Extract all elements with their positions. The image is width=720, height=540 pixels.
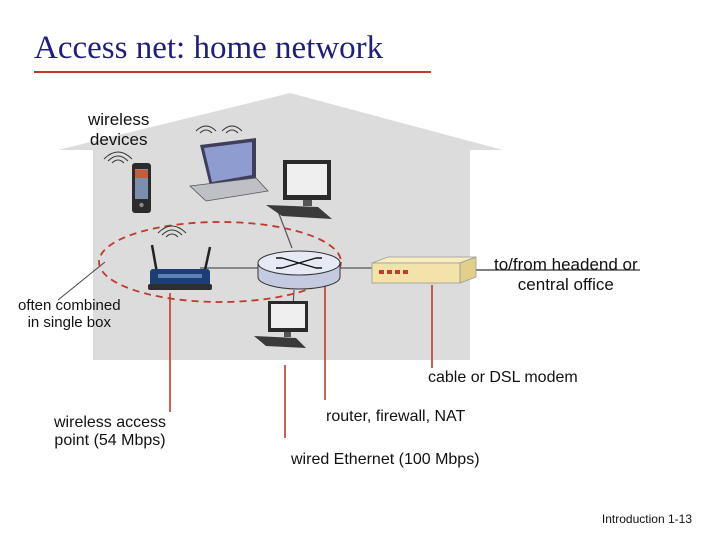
house-roof (58, 93, 503, 150)
laptop-icon (189, 138, 269, 202)
slide-footer: Introduction 1-13 (602, 512, 692, 526)
footer-section: Introduction (601, 512, 665, 526)
ethernet-label: wired Ethernet (100 Mbps) (291, 451, 480, 468)
footer-page-number: 1-13 (667, 512, 692, 526)
wireless-devices-label: wireless devices (88, 110, 150, 149)
slide-title: Access net: home network (34, 30, 384, 66)
router-icon (257, 250, 341, 290)
phone-icon (132, 163, 151, 213)
wireless-signal-icon (195, 125, 243, 134)
modem-label: cable or DSL modem (428, 369, 578, 386)
desktop-computer-icon (254, 301, 308, 348)
combined-box-pointer (57, 261, 106, 301)
combined-box-label: often combined in single box (18, 297, 121, 332)
desktop-computer-icon (266, 160, 332, 219)
cable-modem-icon (371, 256, 477, 284)
callout-lines (169, 282, 433, 438)
title-underline (34, 71, 431, 73)
combined-box-ellipse (98, 221, 342, 303)
router-label: router, firewall, NAT (326, 408, 466, 425)
access-point-label: wireless access point (54 Mbps) (54, 414, 167, 450)
wireless-signal-icon (103, 151, 133, 164)
wireless-signal-icon (157, 225, 187, 238)
headend-label: to/from headend or central office (494, 255, 638, 294)
wireless-access-point-icon (148, 244, 212, 290)
